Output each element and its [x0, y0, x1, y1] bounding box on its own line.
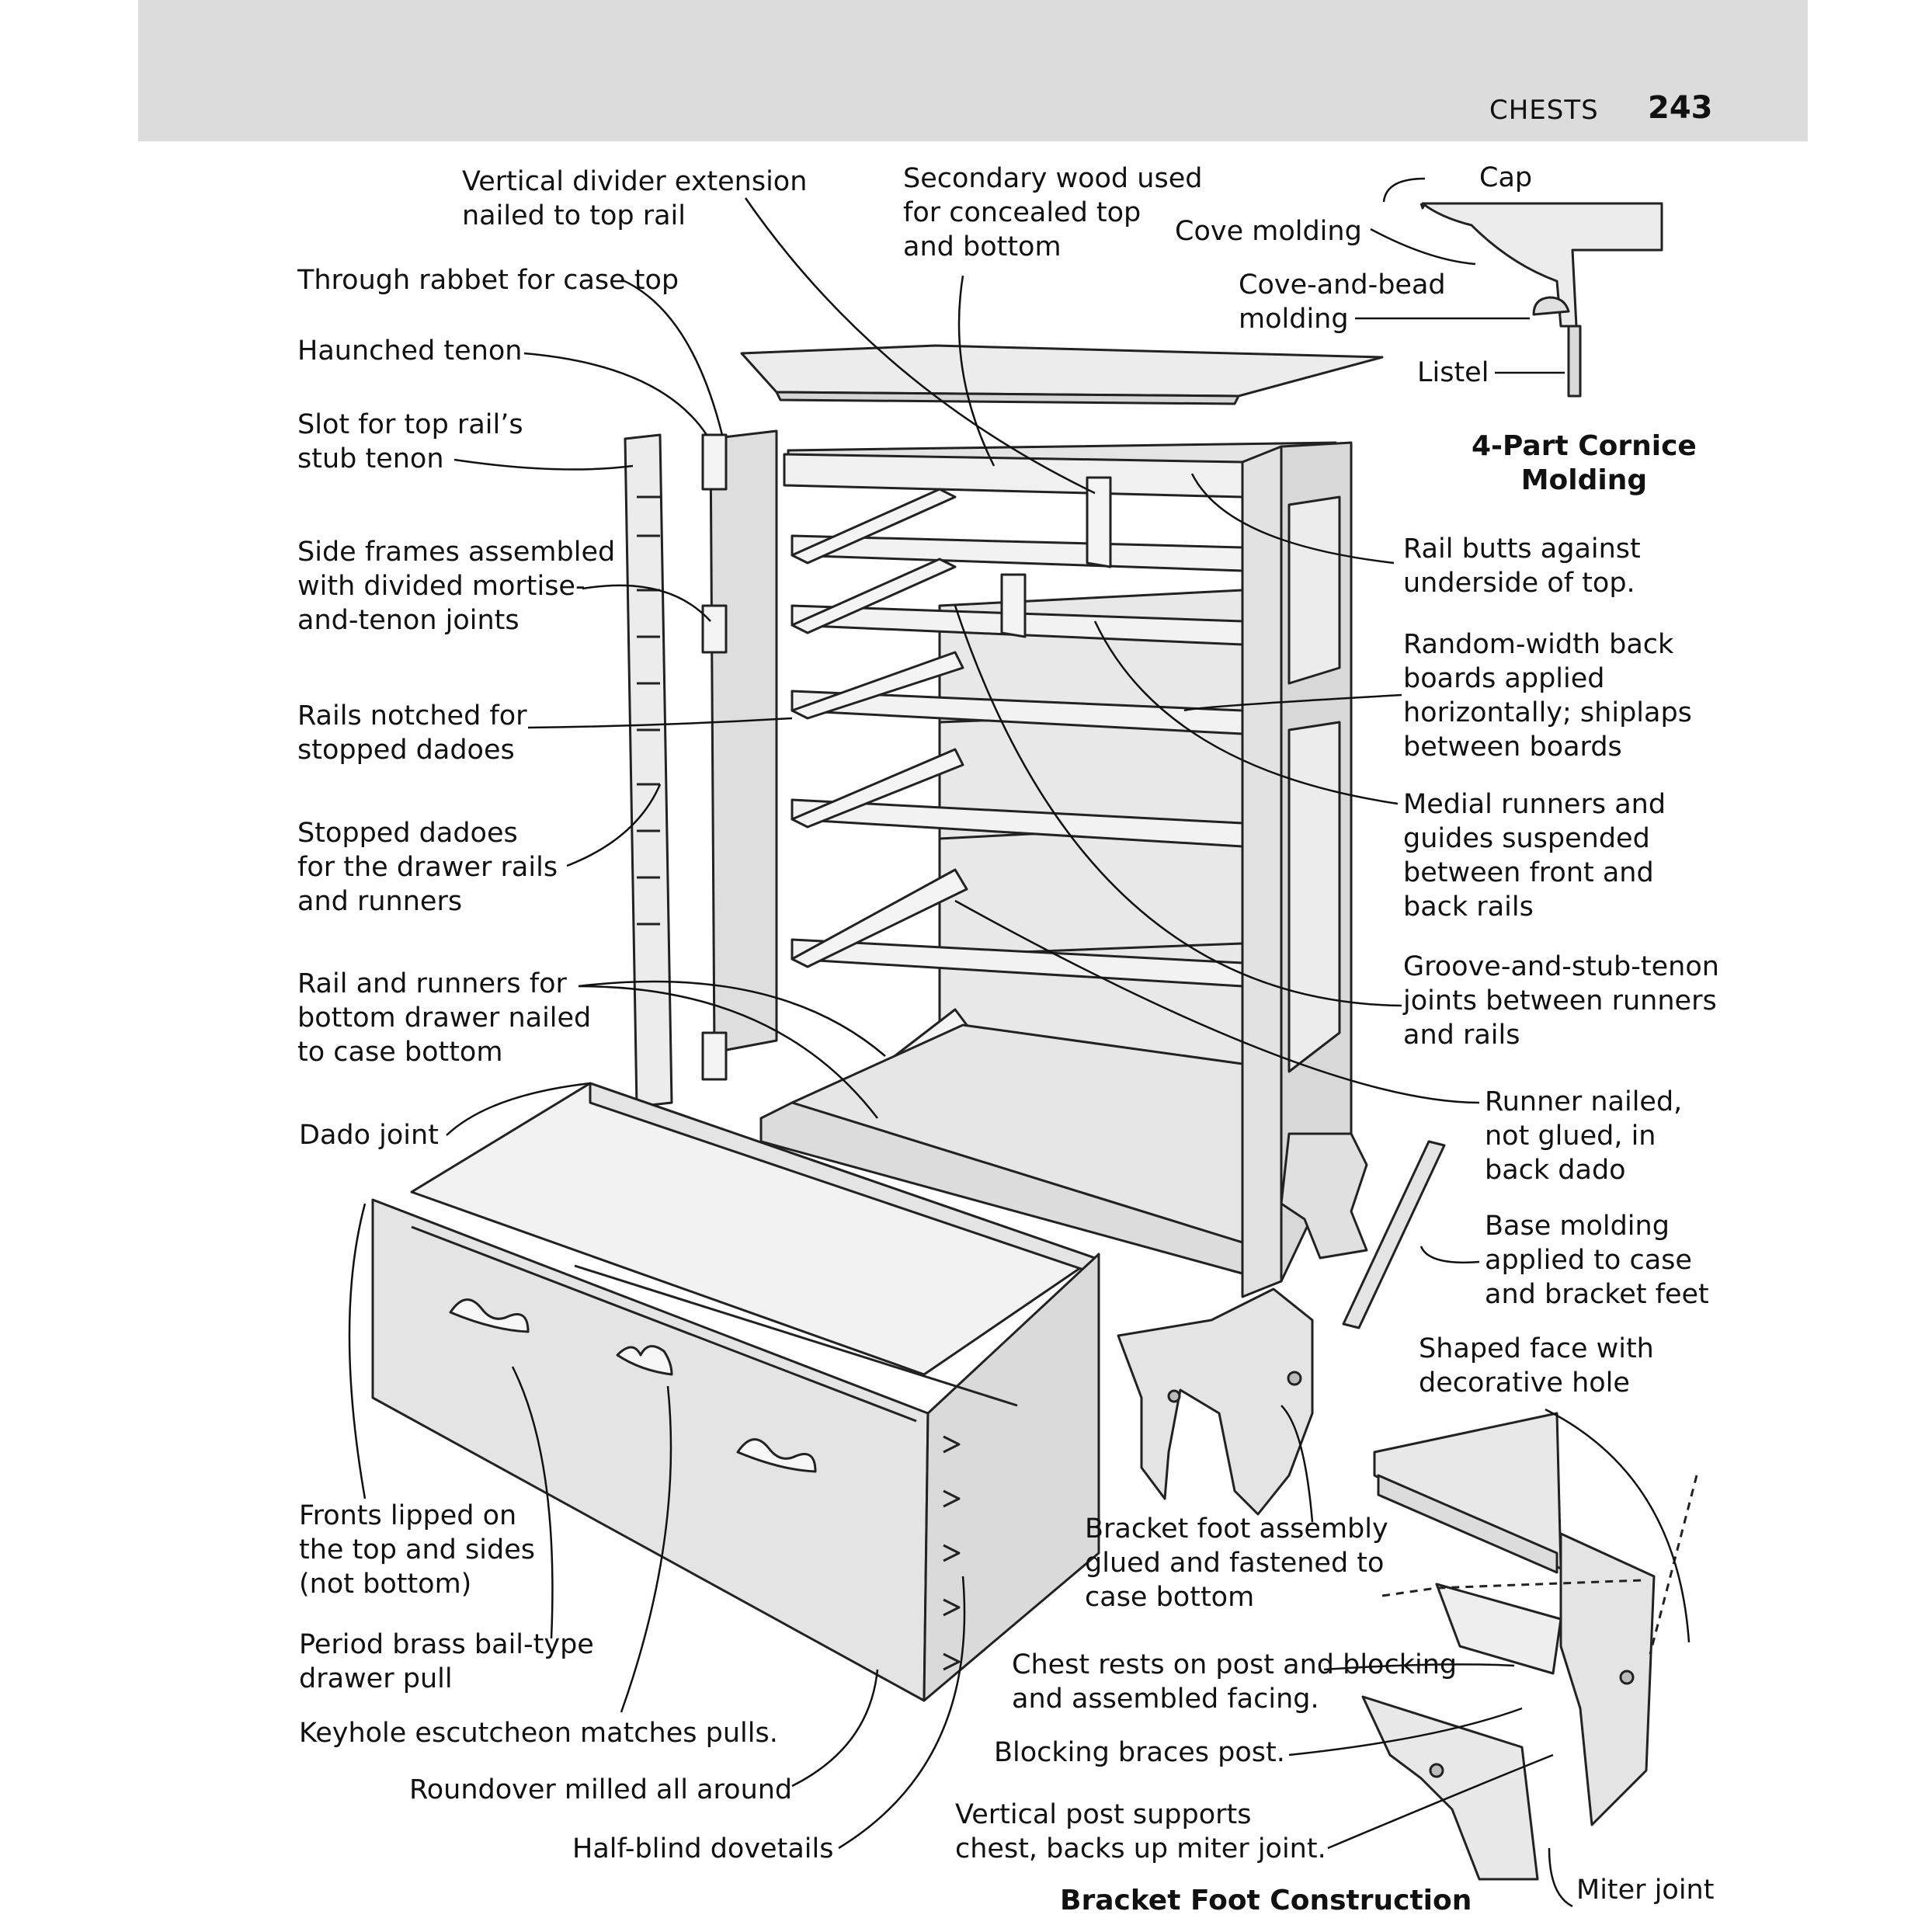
label-brass-pull: Period brass bail-type drawer pull — [299, 1629, 594, 1694]
side-panel-left — [709, 429, 778, 1054]
label-medial-runners: Medial runners and guides suspended betw… — [1403, 789, 1666, 923]
vertical-divider — [1086, 476, 1112, 568]
label-rail-runners-bottom: Rail and runners for bottom drawer naile… — [297, 968, 592, 1068]
label-rail-butts: Rail butts against underside of top. — [1403, 533, 1641, 599]
label-cap: Cap — [1479, 162, 1533, 193]
label-rails-notched: Rails notched for stopped dadoes — [297, 700, 527, 766]
label-keyhole: Keyhole escutcheon matches pulls. — [299, 1718, 778, 1749]
label-blocking-braces: Blocking braces post. — [994, 1737, 1285, 1768]
label-cove-molding: Cove molding — [1175, 216, 1362, 247]
label-runner-nailed: Runner nailed, not glued, in back dado — [1485, 1086, 1683, 1186]
label-shaped-face: Shaped face with decorative hole — [1419, 1333, 1654, 1399]
bracket-foot-title: Bracket Foot Construction — [1060, 1885, 1472, 1916]
drawer-pull-right — [736, 1438, 817, 1473]
tenon-ends-left — [701, 433, 728, 1081]
label-vertical-divider: Vertical divider extension nailed to top… — [462, 166, 808, 231]
side-frame-right — [1241, 441, 1353, 1298]
loose-base-molding-strip — [1342, 1140, 1446, 1329]
page-number: 243 — [1648, 90, 1713, 126]
drawer — [371, 1082, 1100, 1702]
leader-lines — [348, 177, 1690, 1908]
dovetail-pins — [943, 1435, 961, 1671]
base-front — [759, 1101, 1244, 1275]
label-bracket-assembly: Bracket foot assembly glued and fastened… — [1085, 1513, 1388, 1613]
label-slot-top-rail: Slot for top rail’s stub tenon — [297, 409, 523, 474]
bracket-foot-assembly — [1117, 1287, 1314, 1516]
label-roundover: Roundover milled all around — [409, 1774, 793, 1805]
top-rail — [783, 453, 1244, 499]
label-groove-stub: Groove-and-stub-tenon joints between run… — [1403, 951, 1719, 1051]
label-fronts-lipped: Fronts lipped on the top and sides (not … — [299, 1500, 535, 1600]
drawer-pull-left — [449, 1298, 530, 1333]
side-rail-left — [624, 433, 673, 1108]
bracket-foot-construction — [1361, 1412, 1698, 1881]
label-base-molding: Base molding applied to case and bracket… — [1485, 1211, 1709, 1310]
label-random-width: Random-width back boards applied horizon… — [1403, 629, 1692, 763]
page-header-band — [138, 0, 1808, 141]
cornice-section — [1419, 202, 1663, 398]
label-haunched-tenon: Haunched tenon — [297, 335, 523, 367]
label-secondary-wood: Secondary wood used for concealed top an… — [903, 163, 1203, 262]
label-side-frames: Side frames assembled with divided morti… — [297, 537, 616, 636]
label-miter-joint: Miter joint — [1576, 1875, 1715, 1906]
label-cove-bead: Cove-and-bead molding — [1239, 269, 1446, 335]
label-half-blind: Half-blind dovetails — [572, 1833, 834, 1864]
case-bracket-foot — [1280, 1132, 1368, 1260]
label-through-rabbet: Through rabbet for case top — [297, 265, 679, 296]
label-chest-rests: Chest rests on post and blocking and ass… — [1012, 1649, 1458, 1715]
cornice-title: 4-Part Cornice Molding — [1472, 430, 1697, 496]
cornice-molding — [740, 344, 1384, 405]
keyhole-escutcheon — [616, 1345, 673, 1376]
section-title: CHESTS — [1489, 95, 1599, 126]
label-stopped-dadoes: Stopped dadoes for the drawer rails and … — [297, 818, 558, 917]
label-dado-joint: Dado joint — [299, 1120, 439, 1151]
label-vertical-post: Vertical post supports chest, backs up m… — [955, 1799, 1326, 1864]
label-listel: Listel — [1417, 357, 1489, 388]
